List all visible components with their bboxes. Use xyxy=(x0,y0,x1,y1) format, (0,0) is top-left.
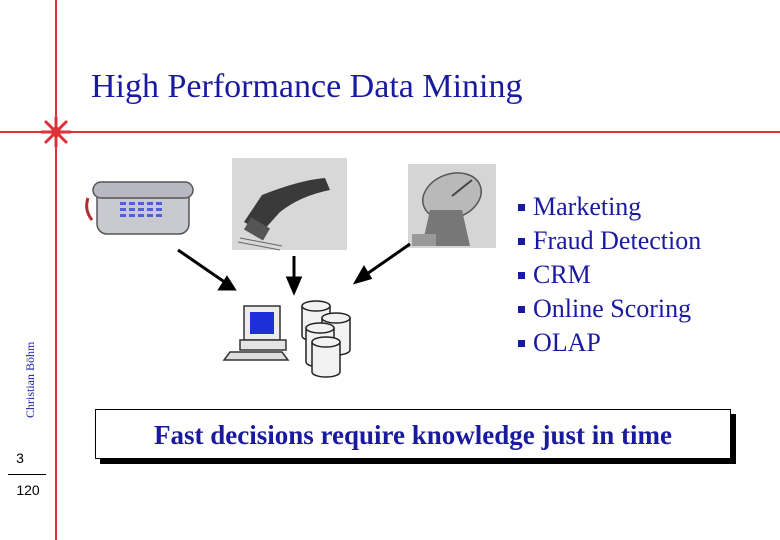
bullet-list: Marketing Fraud Detection CRM Online Sco… xyxy=(518,190,701,360)
bullet-item: OLAP xyxy=(518,326,701,360)
red-star-icon xyxy=(41,117,71,147)
arrows xyxy=(177,242,411,296)
bullet-square-icon xyxy=(518,271,525,279)
telephone-icon xyxy=(85,181,194,235)
bullet-label: Online Scoring xyxy=(533,294,692,323)
bullet-item: CRM xyxy=(518,258,701,292)
bullet-square-icon xyxy=(518,339,525,347)
bullet-square-icon xyxy=(518,305,525,313)
bullet-label: OLAP xyxy=(533,328,601,357)
vertical-red-rule xyxy=(55,0,57,540)
page-divider xyxy=(8,474,46,475)
bullet-label: Fraud Detection xyxy=(533,226,702,255)
barcode-scanner-icon xyxy=(232,158,347,251)
page-number: 3 xyxy=(16,450,24,466)
bullet-square-icon xyxy=(518,203,525,211)
slide-title: High Performance Data Mining xyxy=(91,68,523,105)
bullet-item: Online Scoring xyxy=(518,292,701,326)
horizontal-red-rule xyxy=(0,131,780,133)
bullet-square-icon xyxy=(518,237,525,245)
computer-icon xyxy=(222,305,290,361)
bullet-item: Fraud Detection xyxy=(518,224,701,258)
bullet-label: CRM xyxy=(533,260,591,289)
bullet-item: Marketing xyxy=(518,190,701,224)
bullet-label: Marketing xyxy=(533,192,642,221)
satellite-dish-icon xyxy=(408,164,496,248)
tagline-box: Fast decisions require knowledge just in… xyxy=(95,409,731,459)
page-total: 120 xyxy=(16,482,40,498)
database-icon xyxy=(301,300,351,378)
